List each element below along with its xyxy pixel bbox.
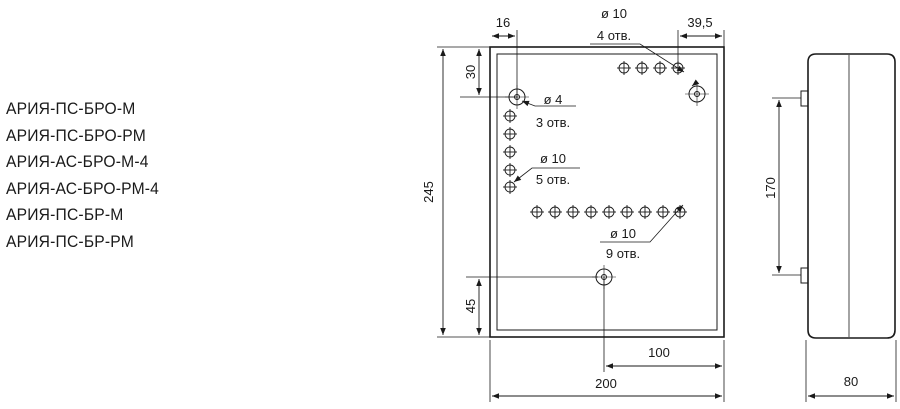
dim-hole-offset-x-label: 16 [496, 15, 510, 30]
dim-width-label: 200 [595, 376, 617, 391]
callout-bottom-diameter: ø 10 [610, 226, 636, 241]
enclosure-outline [489, 46, 725, 338]
leader-lines [513, 43, 700, 243]
enclosure-inner-outline [496, 53, 718, 331]
callout-top-count: 4 отв. [597, 28, 631, 43]
callout-mount-count: 3 отв. [536, 115, 570, 130]
side-dim-height-label: 170 [763, 177, 778, 199]
dim-right-offset-label: 39,5 [687, 15, 712, 30]
side-body-outline [807, 53, 896, 339]
mounting-holes [505, 82, 709, 289]
callout-left-diameter: ø 10 [540, 151, 566, 166]
model-list: АРИЯ-ПС-БРО-М АРИЯ-ПС-БРО-РМ АРИЯ-АС-БРО… [6, 96, 172, 255]
model-name: АРИЯ-ПС-БРО-РМ [6, 125, 146, 145]
extension-lines [437, 30, 725, 402]
dim-height-label: 245 [421, 181, 436, 203]
model-name: АРИЯ-ПС-БР-М [6, 205, 124, 224]
callout-left-count: 5 отв. [536, 172, 570, 187]
callout-mount-diameter: ø 4 [544, 92, 563, 107]
model-name: АРИЯ-АС-БРО-РМ-4 [6, 178, 160, 198]
holes-left-column [503, 109, 517, 194]
model-name: АРИЯ-АС-БРО-М-4 [6, 152, 149, 171]
side-dim-depth-label: 80 [844, 374, 858, 389]
side-view [772, 53, 897, 402]
front-view-labels: 245 200 100 45 30 16 39,5 ø 10 4 отв. ø … [421, 6, 713, 391]
side-view-labels: 170 80 [763, 177, 858, 389]
dim-hole-offset-y-label: 30 [463, 65, 478, 79]
side-extension-lines [772, 97, 897, 402]
model-name: АРИЯ-ПС-БРО-М [6, 99, 136, 118]
side-bracket-bottom [800, 267, 809, 284]
dim-bottom-offset-label: 45 [463, 299, 478, 313]
callout-top-diameter: ø 10 [601, 6, 627, 21]
side-dimension-lines [776, 100, 894, 399]
holes-top-row [617, 61, 685, 75]
holes-middle-row [530, 205, 687, 219]
dim-bottom-hole-label: 100 [648, 345, 670, 360]
front-view [437, 30, 725, 402]
side-bracket-top [800, 90, 809, 107]
callout-bottom-count: 9 отв. [606, 246, 640, 261]
model-name: АРИЯ-ПС-БР-РМ [6, 231, 134, 251]
dimension-lines [440, 33, 722, 399]
